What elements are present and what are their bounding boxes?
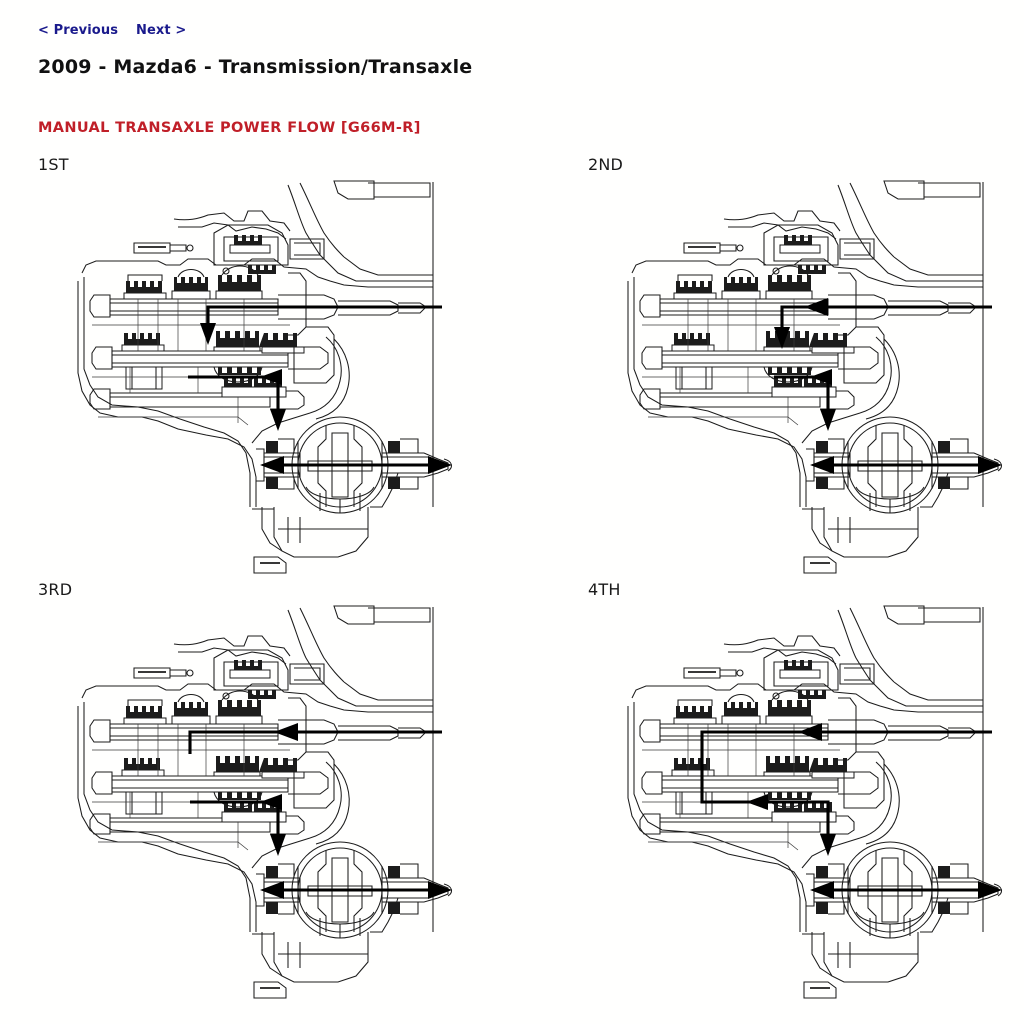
upper-gear-tower [213, 224, 325, 275]
figure-diagram-1st [38, 177, 458, 577]
gear-cluster [771, 377, 837, 398]
gear-cluster [221, 802, 287, 823]
differential-assembly [252, 416, 453, 574]
figure-diagram-4th [588, 602, 1008, 1002]
gear-cluster [123, 265, 263, 300]
figure-label-3rd: 3RD [38, 580, 73, 599]
next-page-link[interactable]: Next > [136, 23, 187, 38]
gear-cluster [121, 756, 305, 815]
power-flow-arrows-3rd [188, 723, 452, 899]
gear-cluster [123, 690, 263, 725]
section-heading: MANUAL TRANSAXLE POWER FLOW [G66M-R] [38, 120, 421, 136]
power-flow-arrows-1st [188, 305, 452, 474]
figure-label-4th: 4TH [588, 580, 621, 599]
power-flow-arrows-4th [700, 723, 1002, 899]
differential-assembly [802, 416, 1003, 574]
differential-assembly [802, 841, 1003, 999]
gear-cluster [673, 265, 813, 300]
upper-gear-tower [763, 649, 875, 700]
gear-cluster [221, 377, 287, 398]
figure-label-2nd: 2ND [588, 155, 624, 174]
transaxle-cross-section [77, 605, 453, 999]
pagination-nav: < Previous Next > [38, 23, 186, 38]
figure-diagram-3rd [38, 602, 458, 1002]
differential-assembly [252, 841, 453, 999]
power-flow-arrows-2nd [774, 298, 1002, 474]
transaxle-cross-section [77, 180, 453, 574]
gear-cluster [673, 690, 813, 725]
gear-cluster [771, 802, 837, 823]
previous-page-link[interactable]: < Previous [38, 23, 119, 38]
transaxle-cross-section [627, 605, 1003, 999]
upper-gear-tower [213, 649, 325, 700]
upper-gear-tower [763, 224, 875, 275]
page-title: 2009 - Mazda6 - Transmission/Transaxle [38, 56, 473, 78]
figure-diagram-2nd [588, 177, 1008, 577]
figure-label-1st: 1ST [38, 155, 69, 174]
